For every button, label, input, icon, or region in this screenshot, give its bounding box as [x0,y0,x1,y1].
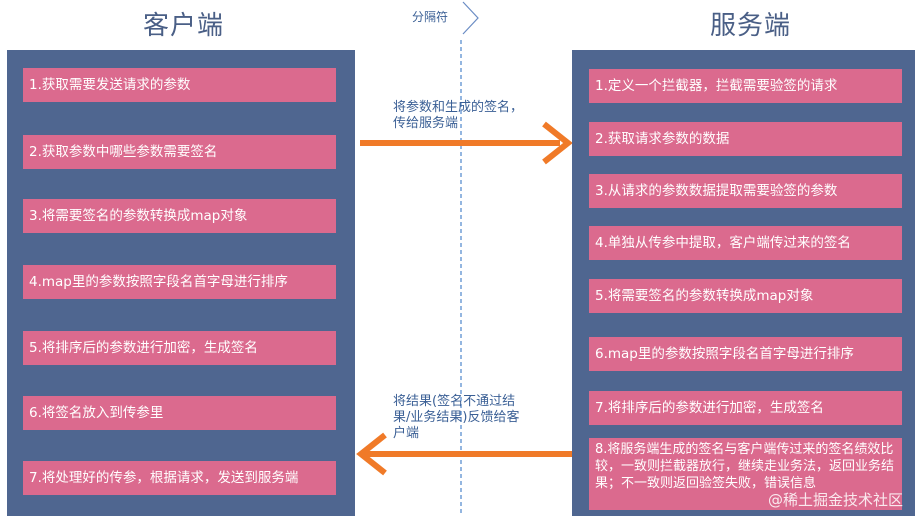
client-step-3: 3.将需要签名的参数转换成map对象 [23,199,336,233]
server-step-8: 8.将服务端生成的签名与客户端传过来的签名绩效比较，一致则拦截器放行，继续走业务… [589,438,902,510]
client-step-1: 1.获取需要发送请求的参数 [23,68,336,102]
server-title: 服务端 [710,11,792,41]
response-arrow-label: 将结果(签名不通过结果/业务结果)反馈给客户端 [393,394,520,441]
server-step-3: 3.从请求的参数数据提取需要验签的参数 [589,174,902,208]
server-step-1: 1.定义一个拦截器，拦截需要验签的请求 [589,69,902,103]
client-title: 客户端 [143,11,225,41]
server-step-5: 5.将需要签名的参数转换成map对象 [589,279,902,313]
client-step-2: 2.获取参数中哪些参数需要签名 [23,135,336,169]
server-step-7: 7.将排序后的参数进行加密，生成签名 [589,391,902,425]
watermark: @稀土掘金技术社区 [767,491,903,509]
server-step-2: 2.获取请求参数的数据 [589,122,902,156]
separator-chevron-icon [462,1,479,35]
client-panel: 1.获取需要发送请求的参数 2.获取参数中哪些参数需要签名 3.将需要签名的参数… [7,50,355,516]
client-step-5: 5.将排序后的参数进行加密，生成签名 [23,331,336,365]
request-arrow [360,121,573,165]
client-step-7: 7.将处理好的传参，根据请求，发送到服务端 [23,461,336,495]
response-arrow [356,432,574,476]
client-step-6: 6.将签名放入到传参里 [23,396,336,430]
server-panel: 1.定义一个拦截器，拦截需要验签的请求 2.获取请求参数的数据 3.从请求的参数… [572,50,915,516]
request-arrow-label: 将参数和生成的签名，传给服务端 [393,100,524,131]
server-step-6: 6.map里的参数按照字段名首字母进行排序 [589,337,902,371]
client-step-4: 4.map里的参数按照字段名首字母进行排序 [23,265,336,299]
separator-label: 分隔符 [412,10,449,24]
server-step-4: 4.单独从传参中提取，客户端传过来的签名 [589,226,902,260]
